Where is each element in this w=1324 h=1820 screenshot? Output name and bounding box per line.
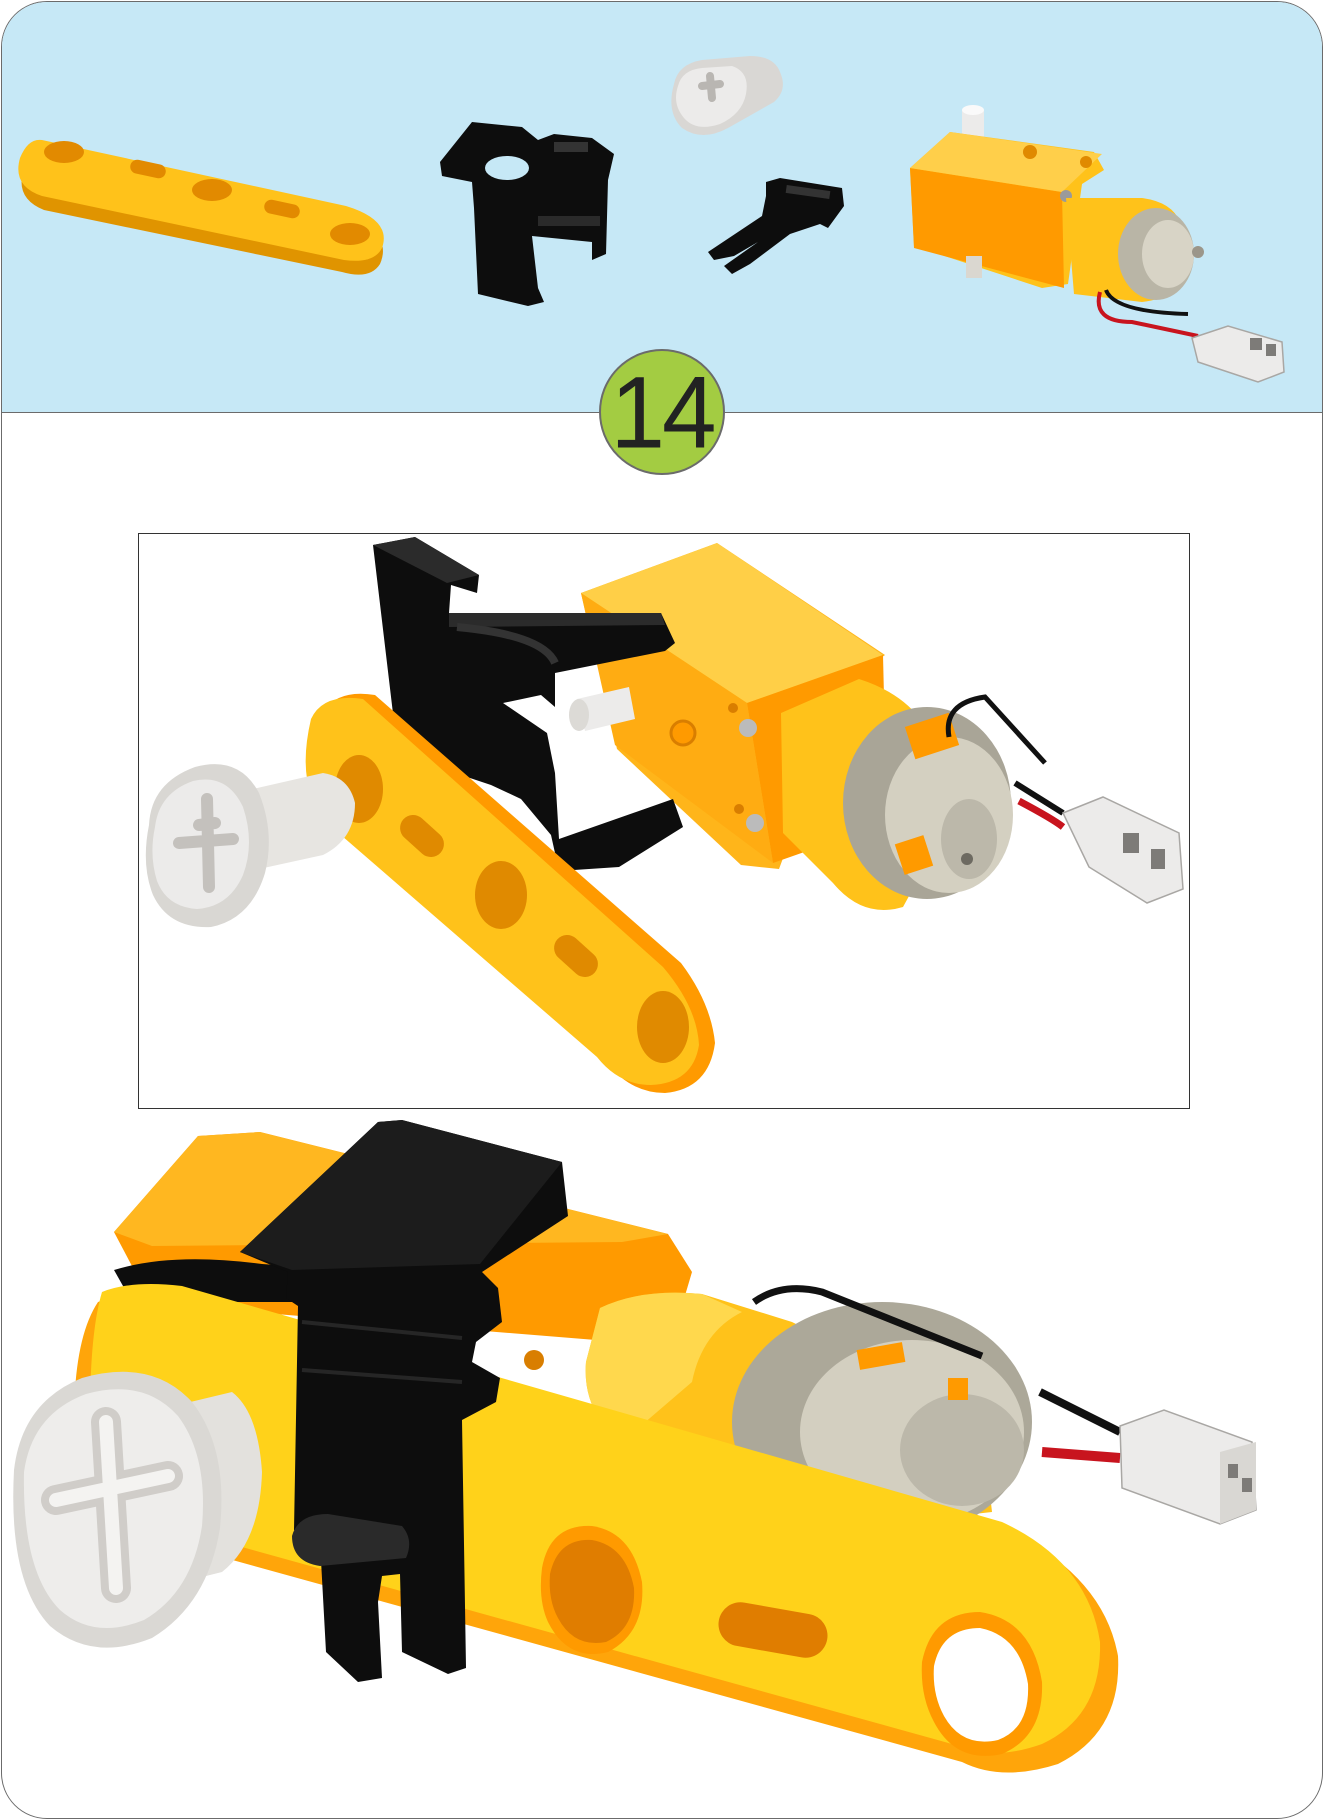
yellow-strip-icon	[18, 139, 384, 275]
parts-panel	[2, 2, 1322, 413]
assembled-view-illustration	[13, 1120, 1257, 1773]
exploded-view-frame	[138, 533, 1190, 1109]
wheel-hub-coupler	[145, 764, 355, 928]
yellow-strip	[305, 693, 715, 1093]
output-shaft	[569, 687, 635, 731]
geared-motor-icon	[910, 105, 1285, 383]
exploded-view-illustration	[145, 537, 1184, 1093]
bracket-clip-icon	[708, 178, 844, 274]
wheel-hub-coupler-icon	[671, 56, 783, 135]
assembled-view	[2, 1112, 1322, 1818]
step-number-badge: 14	[599, 349, 725, 475]
motor-bracket	[240, 1120, 568, 1682]
motor-bracket-icon	[440, 122, 614, 306]
wheel-hub-coupler	[13, 1371, 262, 1648]
dc-motor	[781, 679, 1184, 910]
step-number: 14	[610, 354, 716, 470]
